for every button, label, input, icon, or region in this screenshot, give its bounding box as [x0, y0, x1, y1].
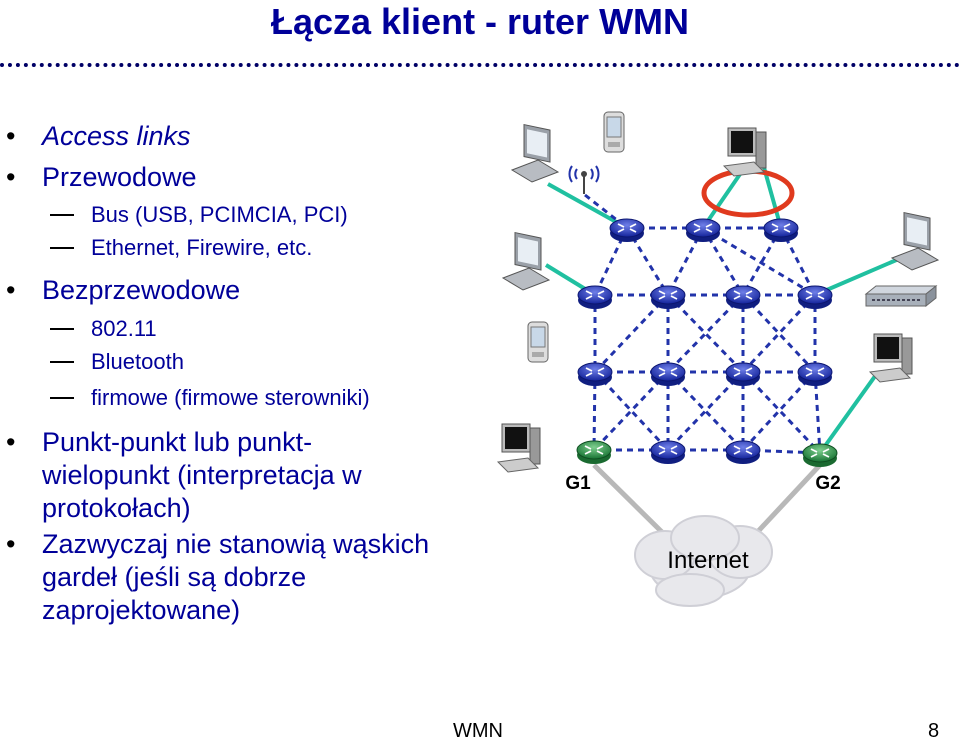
gateway-label-g2: G2: [815, 473, 840, 494]
sub-bullet-proprietary: firmowe (firmowe sterowniki): [50, 384, 370, 412]
bullet-text: Access links: [42, 121, 191, 151]
mesh-link: [666, 293, 745, 374]
bullet-dot: •: [6, 427, 16, 457]
bullet-line: Punkt-punkt lub punkt-: [42, 427, 313, 457]
laptop-icon: [890, 211, 940, 271]
internet-links: [592, 463, 822, 542]
bullet-point-to-point: • Punkt-punkt lub punkt- wielopunkt (int…: [6, 426, 362, 525]
mesh-router-icon: [650, 285, 686, 309]
pda-icon: [527, 321, 549, 363]
gateway-label-g1: G1: [565, 473, 591, 494]
bullet-text: Przewodowe: [42, 162, 197, 192]
wmn-topology-diagram: Internet G1 G2: [496, 111, 940, 607]
mesh-link: [666, 370, 745, 452]
sub-bullet-text: Bluetooth: [91, 349, 184, 374]
bullet-line: protokołach): [42, 493, 191, 523]
mesh-link: [741, 370, 817, 452]
dash-marker: [50, 328, 74, 330]
bullet-dot: •: [6, 121, 16, 151]
sub-bullet-text: Bus (USB, PCIMCIA, PCI): [91, 202, 348, 227]
bullet-dot: •: [6, 529, 16, 559]
mesh-router-icon: [577, 362, 613, 386]
bullet-dot: •: [6, 275, 16, 305]
bullet-line: Zazwyczaj nie stanowią wąskich: [42, 529, 430, 559]
mesh-link: [593, 293, 670, 374]
sub-bullet-text: Ethernet, Firewire, etc.: [91, 235, 313, 260]
mesh-router-icon: [797, 362, 833, 386]
dash-marker: [50, 214, 74, 216]
mesh-link: [741, 370, 822, 455]
mesh-links: [592, 226, 822, 455]
sub-bullet-ethernet: Ethernet, Firewire, etc.: [50, 234, 313, 262]
mesh-link: [593, 370, 670, 452]
gateway-router-icon: [802, 443, 838, 467]
bullet-access-links: • Access links: [6, 120, 191, 153]
bullet-wireless: • Bezprzewodowe: [6, 274, 241, 307]
title-divider: [0, 63, 960, 73]
mesh-router-icon: [650, 362, 686, 386]
mesh-router-icon: [577, 285, 613, 309]
mesh-router-icon: [609, 218, 645, 242]
sub-bullet-text: firmowe (firmowe sterowniki): [91, 385, 370, 410]
internet-cloud: [634, 515, 773, 607]
internet-label: Internet: [667, 547, 749, 574]
dash-marker: [50, 361, 74, 363]
mesh-router-icon: [650, 440, 686, 464]
antenna-icon: [568, 165, 600, 194]
footer-title: WMN: [453, 720, 503, 742]
sub-bullet-bus: Bus (USB, PCIMCIA, PCI): [50, 201, 348, 229]
mesh-link: [592, 370, 670, 452]
bullet-line: wielopunkt (interpretacja w: [42, 460, 362, 490]
mesh-router-icon: [763, 218, 799, 242]
desktop-pc-icon: [722, 127, 767, 177]
mesh-router-icon: [725, 440, 761, 464]
mesh-link: [666, 293, 745, 374]
sub-bullet-80211: 802.11: [50, 315, 157, 343]
bullet-wired: • Przewodowe: [6, 161, 197, 194]
dash-marker: [50, 247, 74, 249]
laptop-icon: [501, 231, 551, 291]
sub-bullet-text: 802.11: [91, 316, 157, 341]
gateway-router-icon: [576, 440, 612, 464]
mesh-router-icon: [725, 285, 761, 309]
bullet-line: zaprojektowane): [42, 595, 241, 625]
bullet-line: gardeł (jeśli są dobrze: [42, 562, 307, 592]
desktop-pc-icon: [868, 333, 913, 383]
switch-icon: [864, 284, 938, 308]
page-number: 8: [928, 720, 940, 742]
bullet-bottlenecks: • Zazwyczaj nie stanowią wąskich gardeł …: [6, 528, 430, 627]
laptop-icon: [510, 123, 560, 183]
routers: [576, 218, 838, 467]
mesh-router-icon: [725, 362, 761, 386]
bullet-dot: •: [6, 162, 16, 192]
mesh-link: [666, 370, 745, 452]
dash-marker: [50, 397, 74, 399]
highlight-ellipse: [701, 168, 795, 218]
bullet-text: Bezprzewodowe: [42, 275, 241, 305]
desktop-pc-icon: [496, 423, 541, 473]
mesh-router-icon: [685, 218, 721, 242]
pda-icon: [603, 111, 625, 153]
slide-title: Łącza klient - ruter WMN: [270, 1, 690, 42]
mesh-router-icon: [797, 285, 833, 309]
sub-bullet-bluetooth: Bluetooth: [50, 348, 184, 376]
